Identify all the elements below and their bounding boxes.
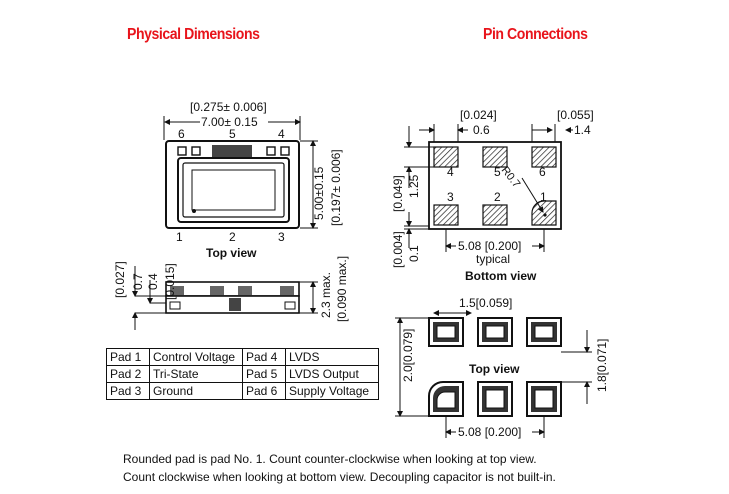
pad-width-in: [0.024] [460,108,497,122]
top-width-mm: 7.00± 0.15 [201,115,258,129]
bv-pin-3: 3 [447,190,454,204]
pad-height-mm: 1.25 [407,174,421,198]
side-dim-23: 2.3 max. [319,272,333,318]
top-pin-6: 6 [178,127,185,141]
pad-width-mm: 0.6 [473,123,490,137]
pad-number: Pad 6 [242,382,286,400]
pad-height-in: [0.049] [391,175,405,212]
land-pad-6 [428,317,464,347]
top-pin-4: 4 [278,127,285,141]
land-top-view-label: Top view [469,362,520,376]
bv-pin-4: 4 [447,165,454,179]
pad-function: LVDS Output [285,365,379,383]
bv-pitch: 5.08 [0.200] [458,239,521,253]
side-dim-0027: [0.027] [113,261,127,298]
bottom-pin-1: 1 [176,230,183,244]
pad-number: Pad 2 [106,365,150,383]
side-dim-0090: [0.090 max.] [335,256,349,322]
land-pad-3 [526,381,562,417]
pad-function: LVDS [285,348,379,366]
bottom-view-label: Bottom view [465,269,537,283]
physical-dimensions-title: Physical Dimensions [127,26,260,43]
gap-in: [0.004] [391,231,405,268]
lp-height: 2.0[0.079] [401,329,415,382]
bv-pin-2: 2 [494,190,501,204]
pad-function: Tri-State [149,365,243,383]
bv-pitch-note: typical [476,252,510,266]
pad-function: Supply Voltage [285,382,379,400]
bottom-pin-3: 3 [278,230,285,244]
pad-function: Ground [149,382,243,400]
lp-pad-width: 1.5[0.059] [459,296,512,310]
gap-mm: 0.1 [407,245,421,262]
land-pad-1 [428,381,464,417]
table-row: Pad 1 Control Voltage Pad 4 LVDS [106,348,379,366]
top-height-in: [0.197± 0.006] [329,149,343,226]
pad-number: Pad 5 [242,365,286,383]
edge-in: [0.055] [557,108,594,122]
bv-pin-1: 1 [540,190,547,204]
land-pad-2 [477,381,513,417]
bottom-pin-2: 2 [229,230,236,244]
package-side-view: [0.027] 0.7 0.4 [0.015] 2.3 max. [0.090 … [113,256,349,330]
pad-number: Pad 4 [242,348,286,366]
land-pattern: 1.5[0.059] [395,296,609,439]
pad-number: Pad 3 [106,382,150,400]
side-dim-07: 0.7 [131,273,145,290]
lp-pitch: 5.08 [0.200] [458,425,521,439]
pad-assignment-table: Pad 1 Control Voltage Pad 4 LVDS Pad 2 T… [106,348,379,400]
pad-function: Control Voltage [149,348,243,366]
lp-pad-height: 1.8[0.071] [595,339,609,392]
bottom-view: [0.024] 0.6 [0.055] 1.4 R0.7 4 5 6 3 2 1… [391,108,594,283]
top-view-label: Top view [206,246,257,260]
land-pad-5 [477,317,513,347]
footnote-line-1: Rounded pad is pad No. 1. Count counter-… [123,452,537,466]
table-row: Pad 2 Tri-State Pad 5 LVDS Output [106,365,379,383]
pad-number: Pad 1 [106,348,150,366]
package-top-view: [0.275± 0.006] 7.00± 0.15 6 5 4 5.00±0.1… [163,100,343,260]
top-height-mm: 5.00±0.15 [312,166,326,220]
footnote-line-2: Count clockwise when looking at bottom v… [123,470,556,484]
pin-connections-title: Pin Connections [483,26,588,43]
land-pad-4 [526,317,562,347]
side-dim-0015: [0.015] [163,263,177,300]
top-width-in: [0.275± 0.006] [190,100,267,114]
table-row: Pad 3 Ground Pad 6 Supply Voltage [106,382,379,400]
side-dim-04: 0.4 [146,273,160,290]
bv-pin-5: 5 [494,165,501,179]
bv-pin-6: 6 [539,165,546,179]
top-pin-5: 5 [229,127,236,141]
edge-mm: 1.4 [574,123,591,137]
